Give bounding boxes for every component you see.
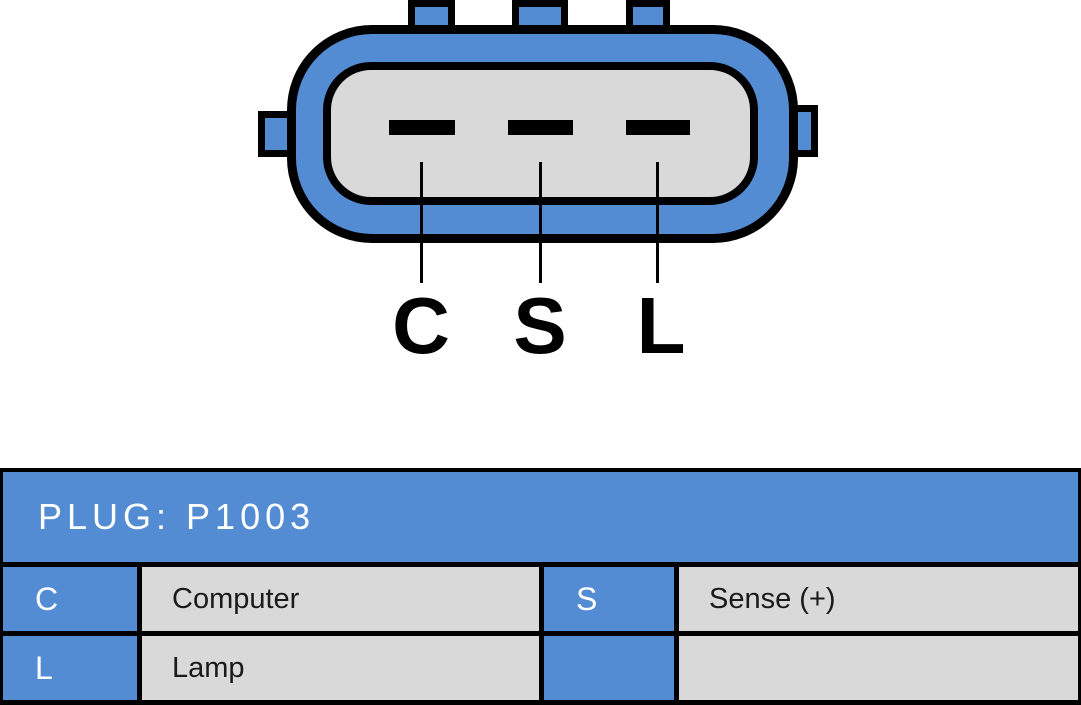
pin-label-c: C bbox=[392, 281, 450, 370]
pin-l-leader-line bbox=[656, 162, 659, 283]
plug-table-value-computer: Computer bbox=[142, 567, 539, 631]
plug-table-title: PLUG: P1003 bbox=[3, 472, 1078, 562]
plug-table-key-l: L bbox=[3, 636, 137, 700]
pin-c-leader-line bbox=[420, 162, 423, 283]
connector-pin-c bbox=[389, 120, 455, 135]
plug-table-value-lamp: Lamp bbox=[142, 636, 539, 700]
pin-s-leader-line bbox=[539, 162, 542, 283]
connector-pin-s bbox=[508, 120, 573, 135]
plug-table-key-c: C bbox=[3, 567, 137, 631]
pin-label-s: S bbox=[513, 281, 567, 370]
plug-table: PLUG: P1003 C Computer S Sense (+) L Lam… bbox=[0, 468, 1081, 705]
plug-table-key-s: S bbox=[544, 567, 674, 631]
plug-table-value-sense: Sense (+) bbox=[679, 567, 1078, 631]
connector-pin-l bbox=[626, 120, 690, 135]
plug-table-value-empty bbox=[679, 636, 1078, 700]
pin-label-l: L bbox=[636, 281, 686, 370]
plug-table-key-empty bbox=[544, 636, 674, 700]
